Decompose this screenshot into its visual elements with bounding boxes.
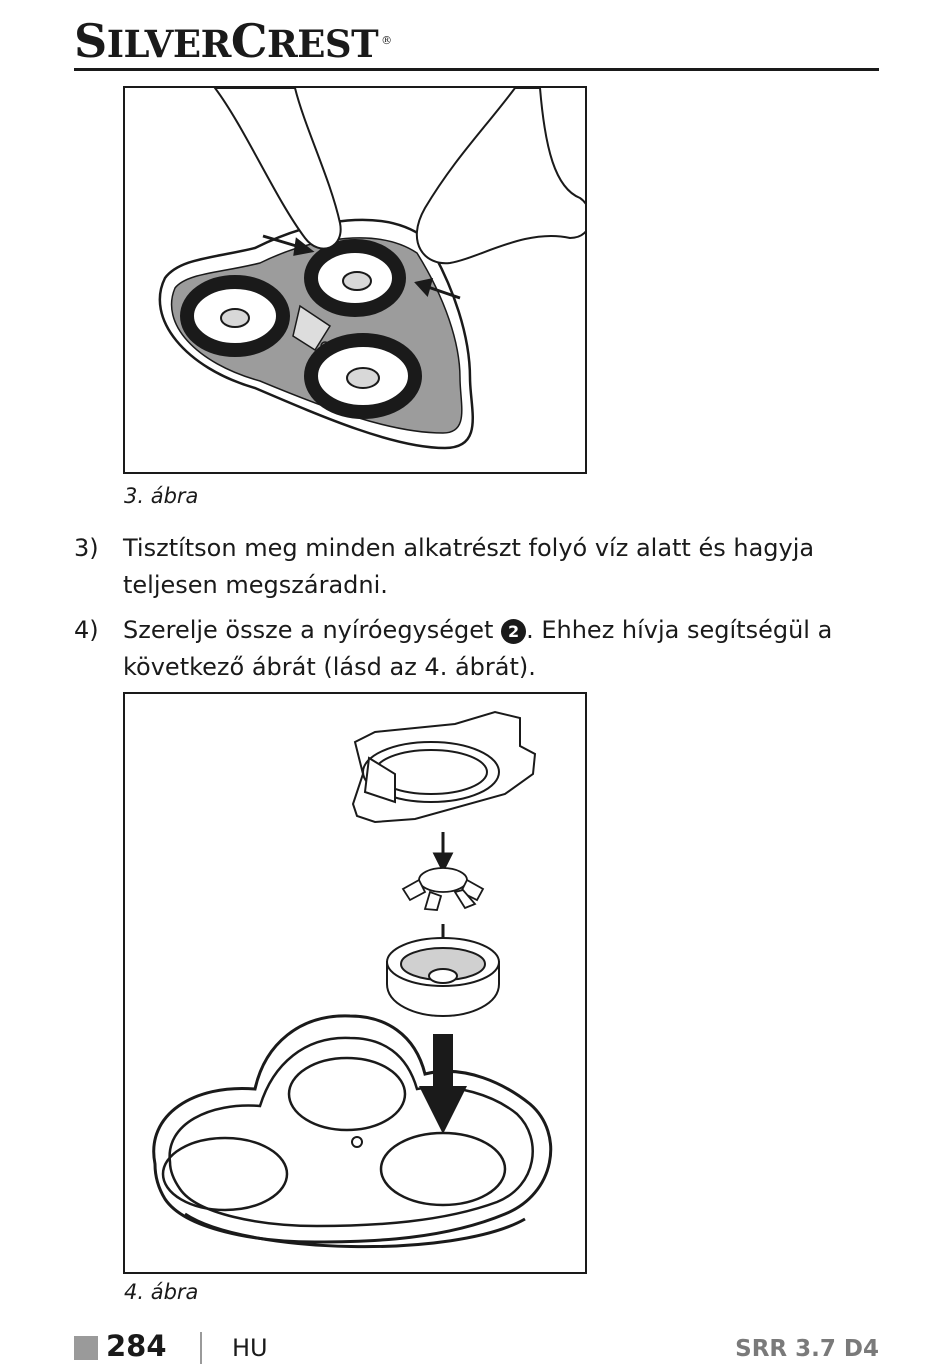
language-code: HU <box>232 1334 268 1362</box>
figure-3-illustration <box>123 86 587 474</box>
page-footer: 284 HU SRR 3.7 D4 <box>74 1329 879 1368</box>
figure-4-caption: 4. ábra <box>124 1280 199 1304</box>
figure-4-illustration <box>123 692 587 1274</box>
footer-separator <box>200 1332 202 1364</box>
step-number: 3) <box>74 534 99 562</box>
brand-logo: SILVERCREST® <box>74 14 392 68</box>
reference-badge: 2 <box>501 619 527 644</box>
step-text: Tisztítson meg minden alkatrészt folyó v… <box>123 534 815 599</box>
step-number: 4) <box>74 616 99 644</box>
page-number: 284 <box>106 1329 167 1363</box>
figure-3-caption: 3. ábra <box>124 484 199 508</box>
step-4: 4) Szerelje össze a nyíróegységet 2. Ehh… <box>74 612 884 686</box>
page-marker-square <box>74 1336 98 1360</box>
model-number: SRR 3.7 D4 <box>735 1336 879 1362</box>
header-rule <box>74 68 879 71</box>
step-3: 3) Tisztítson meg minden alkatrészt foly… <box>74 530 884 604</box>
step-text: Szerelje össze a nyíróegységet 2. Ehhez … <box>123 616 833 681</box>
